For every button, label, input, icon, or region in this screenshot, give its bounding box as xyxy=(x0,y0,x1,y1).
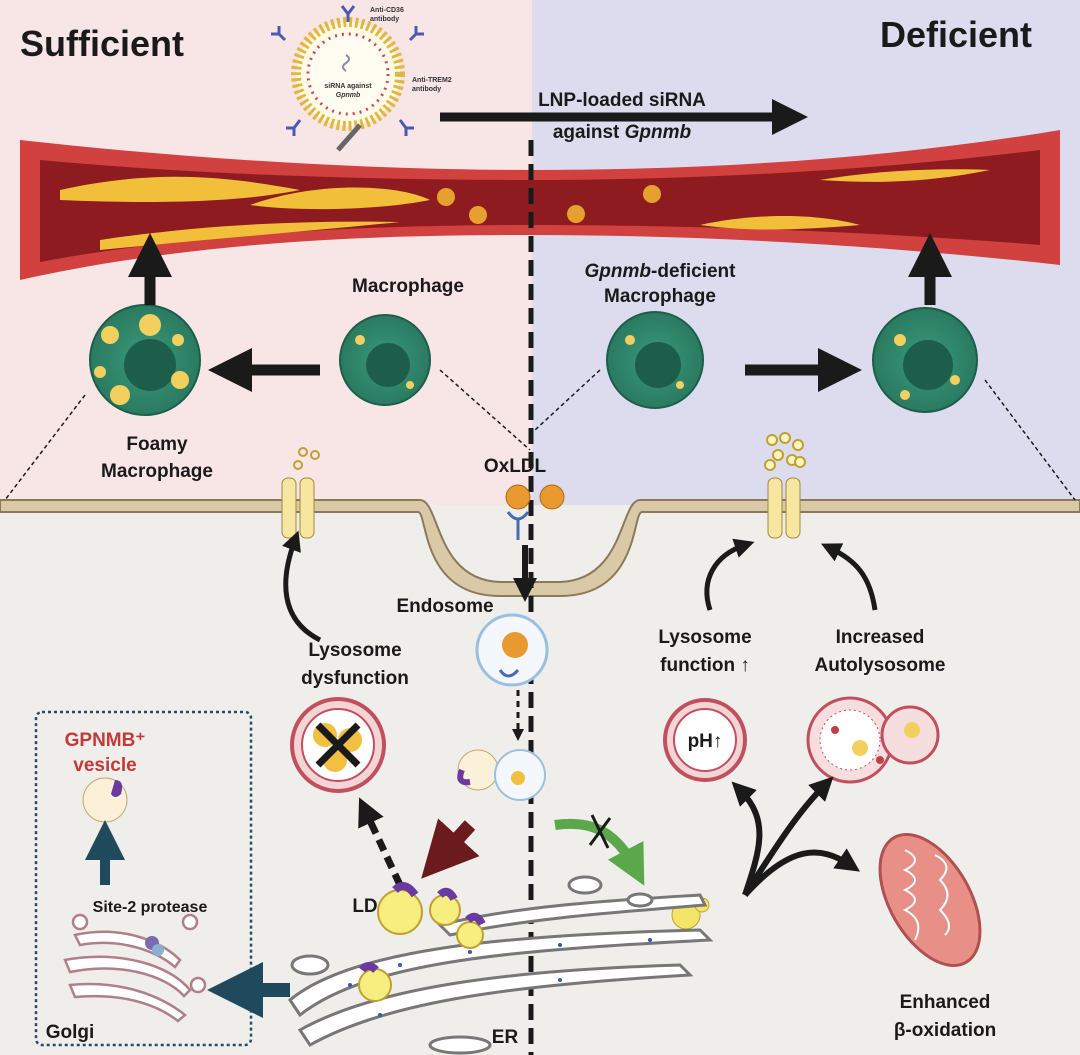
cell-membrane xyxy=(0,499,1080,597)
treatment-label-2: against Gpnmb xyxy=(553,122,692,143)
gpnmb-inset-box xyxy=(34,710,253,1047)
endosome xyxy=(475,613,549,687)
gpnmb-protein-icon xyxy=(111,780,123,797)
beta-oxidation-label-2: β-oxidation xyxy=(894,1020,996,1041)
treatment-label: LNP-loaded siRNA xyxy=(538,90,706,111)
anti-trem2-label: Anti-TREM2 xyxy=(412,77,452,84)
site2-protease-label: Site-2 protease xyxy=(93,899,208,916)
deficient-macrophage-label-2: Macrophage xyxy=(604,286,716,307)
curved-arrow xyxy=(820,543,878,611)
dashed-arrow-lyso xyxy=(358,797,404,887)
lysosome-function-label: Lysosome xyxy=(658,627,751,648)
macrophage-label: Macrophage xyxy=(352,276,464,297)
foamy-label-2: Macrophage xyxy=(101,461,213,482)
deficient-title: Deficient xyxy=(880,14,1032,55)
syringe-icon xyxy=(336,123,362,152)
branch-arrow-lysosome xyxy=(731,781,763,896)
dysfunctional-lysosome xyxy=(290,697,386,793)
lysosome-function-label-2: function ↑ xyxy=(660,655,750,676)
lysosome-vesicle xyxy=(457,749,546,801)
anti-cd36-label-2: antibody xyxy=(370,16,399,23)
branch-arrow-mitochondria xyxy=(742,848,860,898)
x-icon xyxy=(315,722,361,768)
beta-oxidation-label: Enhanced xyxy=(900,992,991,1013)
macrophage-cell xyxy=(339,314,431,406)
lysosome-dysfunction-label-2: dysfunction xyxy=(301,668,409,689)
er-label: ER xyxy=(492,1027,519,1048)
ph-label: pH↑ xyxy=(688,731,723,752)
deficient-macrophage-label: Gpnmb-deficient xyxy=(585,261,737,282)
functional-lysosome xyxy=(663,698,747,782)
oxldl-label: OxLDL xyxy=(484,456,547,477)
gpnmb-vesicle-label-2: vesicle xyxy=(73,755,136,776)
oxldl-particle xyxy=(505,484,531,510)
lipid-droplet-arrow xyxy=(421,818,480,879)
anti-trem2-label-2: antibody xyxy=(412,86,441,93)
mitochondrion xyxy=(878,833,982,967)
ld-label: LD xyxy=(352,896,377,917)
recovered-macrophage-cell xyxy=(872,307,978,413)
anti-cd36-label: Anti-CD36 xyxy=(370,7,404,14)
golgi-apparatus xyxy=(63,913,207,1023)
golgi-label: Golgi xyxy=(46,1022,95,1043)
site2-protease-icon xyxy=(145,936,164,956)
autolysosome-label: Increased xyxy=(836,627,925,648)
transporter-channel-right xyxy=(764,432,806,539)
blood-vessel xyxy=(20,130,1060,280)
deficient-macrophage-cell xyxy=(606,311,704,409)
ribosomes xyxy=(348,938,652,1017)
lipid-droplets xyxy=(358,882,486,1002)
zoom-lines xyxy=(4,369,1076,501)
endosome-label: Endosome xyxy=(396,596,493,617)
branch-arrow-autolysosome xyxy=(742,776,834,897)
block-x-icon xyxy=(588,814,612,849)
oxldl-particle xyxy=(539,484,565,510)
lnp-cargo-label: siRNA against xyxy=(324,83,372,90)
receptor-icon xyxy=(506,511,530,540)
lipid-nanoparticle: siRNA against Gpnmb Anti-CD36 antibody A… xyxy=(271,5,452,152)
curved-arrow xyxy=(704,538,755,611)
lnp-cargo-gene: Gpnmb xyxy=(336,92,361,99)
autolysosome-label-2: Autolysosome xyxy=(815,655,946,676)
autolysosome xyxy=(806,696,940,784)
foamy-label: Foamy xyxy=(126,434,188,455)
lysosome-dysfunction-label: Lysosome xyxy=(308,640,401,661)
foamy-macrophage-cell xyxy=(89,304,201,416)
curved-arrow xyxy=(282,530,322,643)
sufficient-title: Sufficient xyxy=(20,23,184,64)
gpnmb-vesicle-label: GPNMB⁺ xyxy=(65,730,146,751)
